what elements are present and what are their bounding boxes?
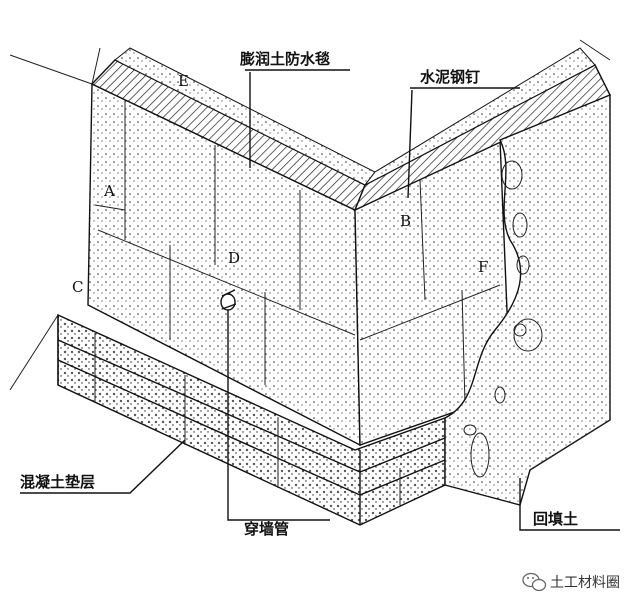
bentonite-blanket-label: 膨润土防水毯 [240,50,330,68]
concrete-cushion-label: 混凝土垫层 [20,473,95,491]
point-a-label: A [103,182,115,200]
ground-lines [9,39,611,391]
leader-lines [20,69,620,531]
cement-nail-label: 水泥钢钉 [420,68,480,86]
backfill-label: 回填土 [533,510,578,528]
point-b-label: B [400,212,411,230]
wechat-icon [522,572,547,592]
point-d-label: D [228,249,240,267]
wall-pipe-label: 穿墙管 [244,520,289,538]
point-c-label: C [72,278,83,296]
point-e-label: E [178,72,189,90]
backfill-soil [444,93,611,506]
bentonite-top-layer [90,47,611,212]
point-f-label: F [478,258,488,276]
watermark-text: 土工材料圈 [550,575,620,591]
watermark: 土工材料圈 [522,572,620,592]
